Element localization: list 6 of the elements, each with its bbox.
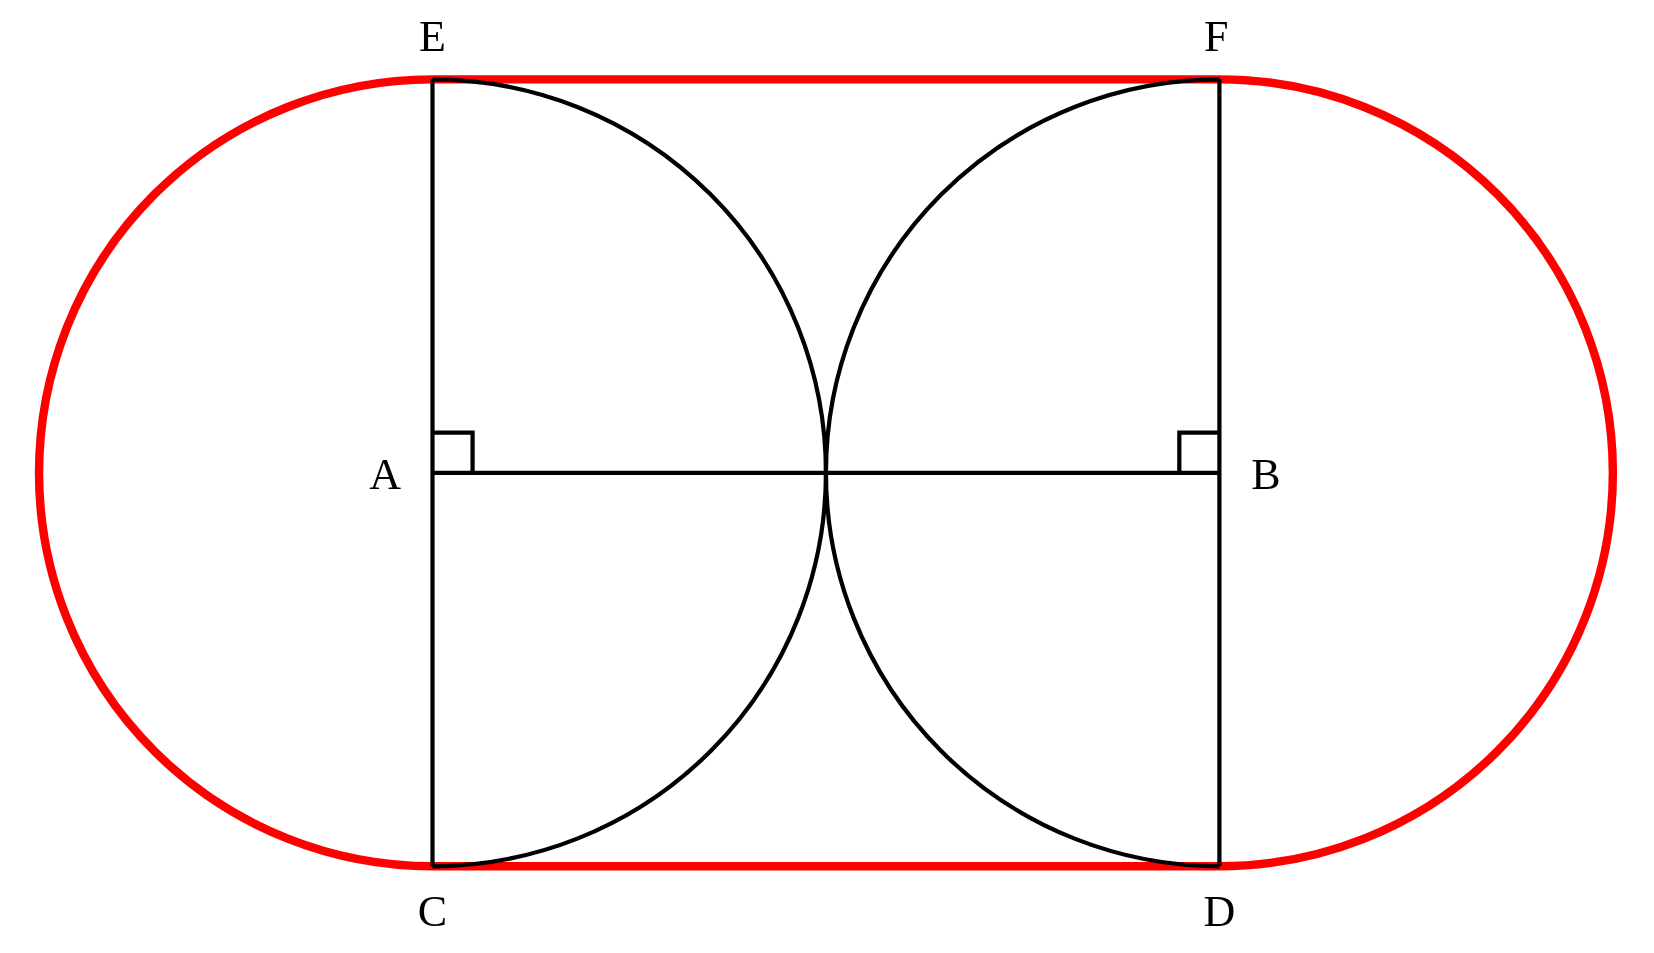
point-label: B (1251, 452, 1281, 497)
point-label: A (369, 452, 401, 497)
point-label: F (1204, 14, 1229, 59)
point-label: D (1203, 890, 1236, 935)
point-label: E (419, 14, 446, 59)
point-label: C (417, 890, 448, 935)
